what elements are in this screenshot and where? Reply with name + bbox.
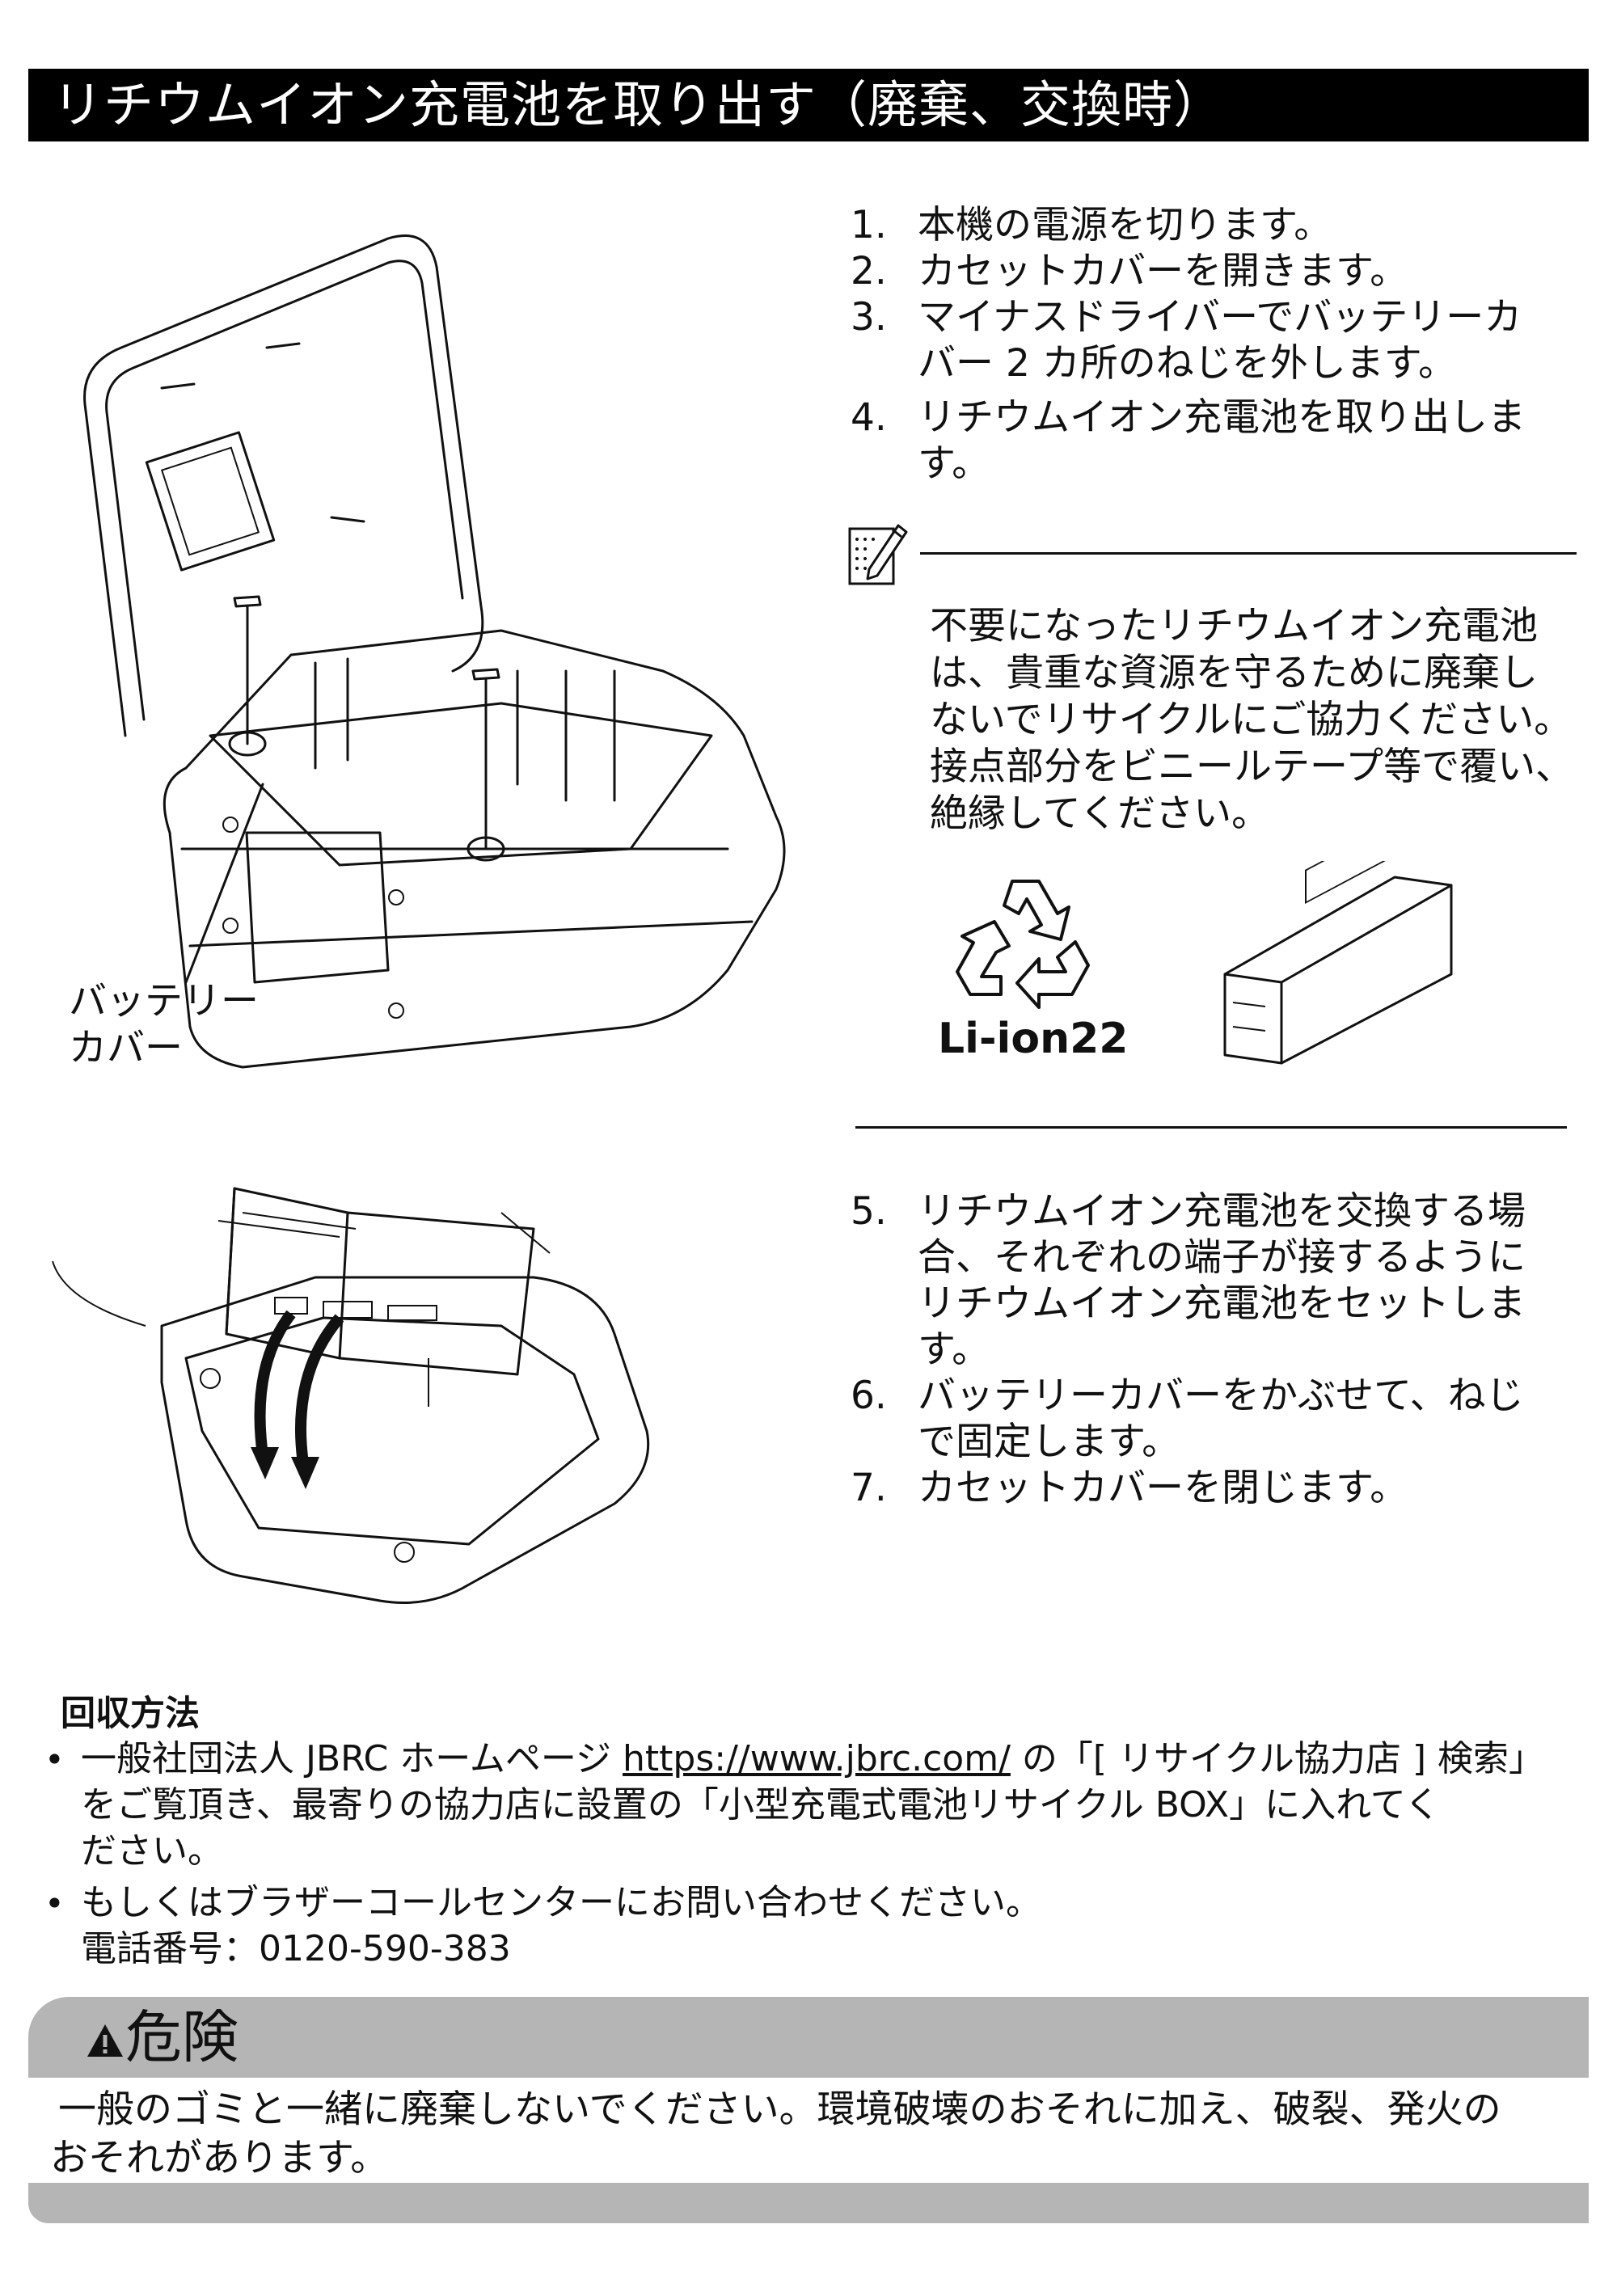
page-title: リチウムイオン充電池を取り出す（廃棄、交換時）	[53, 75, 1225, 134]
step-item: 3. マイナスドライバーでバッテリーカ バー 2 カ所のねじを外します。	[851, 295, 1522, 386]
note-end-rule	[855, 1126, 1567, 1129]
step-item: 6. バッテリーカバーをかぶせて、ねじ で固定します。	[851, 1374, 1524, 1464]
warning-triangle-icon	[87, 2024, 123, 2057]
battery-insert-illustration	[52, 1187, 650, 1604]
steps-list-b: 5. リチウムイオン充電池を交換する場 合、それぞれの端子が接するように リチウ…	[851, 1188, 1594, 1512]
recovery-item-1-line-1: 一般社団法人 JBRC ホームページ https://www.jbrc.com/…	[81, 1738, 1544, 1779]
bullet: •	[44, 1740, 65, 1779]
danger-text: 一般のゴミと一緒に廃棄しないでください。環境破壊のおそれに加え、破裂、発火の お…	[50, 2087, 1501, 2180]
recovery-item-1-line-2: をご覧頂き、最寄りの協力店に設置の「小型充電式電池リサイクル BOX」に入れてく	[81, 1784, 1441, 1825]
danger-title: 危険	[85, 2002, 239, 2073]
recovery-item-1-line-3: ださい。	[81, 1830, 223, 1872]
note-pencil-icon	[848, 524, 908, 585]
recycle-label: Li-ion22	[938, 1015, 1129, 1063]
recovery-heading: 回収方法	[61, 1694, 200, 1734]
battery-pack-illustration	[1223, 861, 1453, 1065]
steps-list-a: 1. 本機の電源を切ります。 2. カセットカバーを開きます。 3. マイナスド…	[851, 202, 1594, 486]
battery-cover-label: バッテリー カバー	[69, 979, 259, 1070]
jbrc-link[interactable]: https://www.jbrc.com/	[623, 1738, 1011, 1779]
note-rule	[920, 552, 1577, 555]
note-text: 不要になったリチウムイオン充電池 は、貴重な資源を守るために廃棄し ないでリサイ…	[930, 604, 1574, 836]
recovery-item-2-line-1: もしくはブラザーコールセンターにお問い合わせください。	[81, 1882, 1041, 1923]
recycle-icon	[956, 880, 1090, 1009]
title-bar: リチウムイオン充電池を取り出す（廃棄、交換時）	[28, 69, 1589, 141]
danger-bottom-bar	[28, 2183, 1589, 2223]
danger-bar: 危険	[28, 1997, 1589, 2078]
printer-open-illustration	[83, 234, 786, 1069]
phone-number: 電話番号：0120-590-383	[81, 1928, 511, 1969]
bullet: •	[44, 1884, 65, 1923]
step-item: 4. リチウムイオン充電池を取り出しま す。	[851, 395, 1526, 486]
step-item: 5. リチウムイオン充電池を交換する場 合、それぞれの端子が接するように リチウ…	[851, 1189, 1526, 1372]
